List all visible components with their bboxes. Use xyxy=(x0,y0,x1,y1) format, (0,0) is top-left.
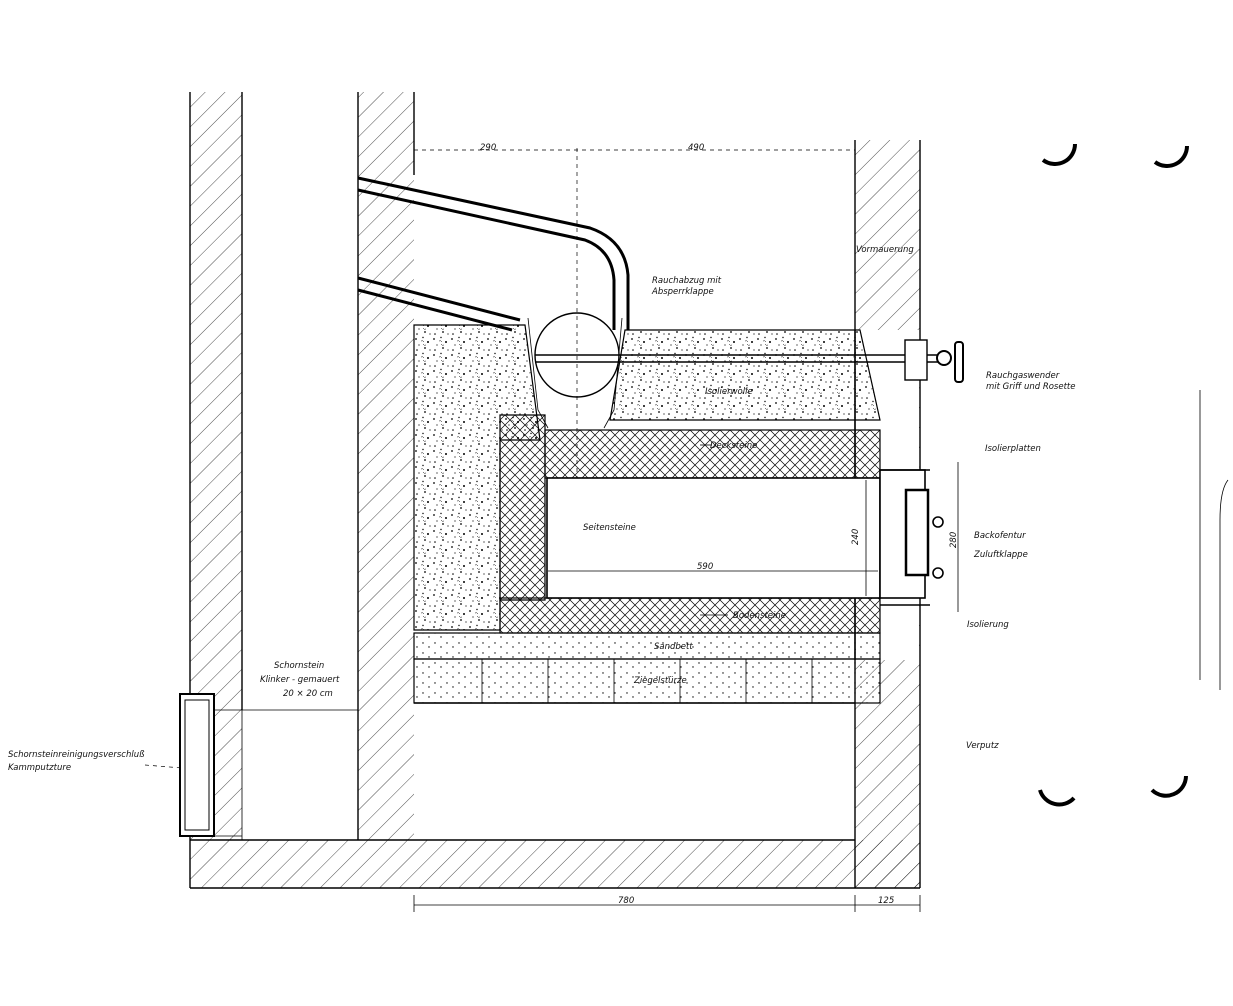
label-rauchgaswender-1: Rauchgaswender xyxy=(986,371,1060,381)
label-reinigung-1: Schornsteinreinigungsverschluß xyxy=(8,750,145,760)
dim-125: 125 xyxy=(878,896,894,906)
label-verputz: Verputz xyxy=(966,741,999,751)
label-rauchgaswender-2: mit Griff und Rosette xyxy=(986,382,1076,392)
brick-lintels xyxy=(413,658,881,704)
label-ziegelsturze: Ziegelstürze xyxy=(633,676,687,686)
dim-290: 290 xyxy=(480,143,496,153)
smoke-gas-turner-handle xyxy=(904,339,964,383)
label-vormauerung: Vormauerung xyxy=(856,245,914,255)
label-zuluftklappe: Zuluftklappe xyxy=(973,550,1028,560)
chimney-cleanout-door xyxy=(179,693,242,837)
label-bodensteine: Bodensteine xyxy=(733,611,786,621)
label-rauchabzug-1: Rauchabzug mit xyxy=(652,276,722,286)
sand-bed xyxy=(413,632,881,660)
oven-chamber xyxy=(546,477,881,599)
dim-240: 240 xyxy=(851,529,861,545)
oven-door xyxy=(879,469,944,606)
label-isolierwolle: Isolierwolle xyxy=(705,387,753,397)
insulation-wool-top xyxy=(609,329,881,421)
label-schornstein-2: Klinker - gemauert xyxy=(260,675,340,685)
dim-780: 780 xyxy=(618,896,634,906)
label-isolierung: Isolierung xyxy=(967,620,1009,630)
label-decksteine: Decksteine xyxy=(710,441,757,451)
label-sandbett: Sandbett xyxy=(654,642,693,652)
cover-stones xyxy=(544,429,881,479)
chimney xyxy=(189,92,415,888)
smoke-flue xyxy=(357,148,940,478)
bottom-stones xyxy=(499,597,881,634)
binder-mark xyxy=(1038,789,1076,807)
label-schornstein-3: 20 × 20 cm xyxy=(283,689,333,699)
chimney-inner-wall xyxy=(358,92,414,840)
label-reinigung-2: Kammputzture xyxy=(8,763,71,773)
floor-slab xyxy=(190,840,920,888)
dim-590: 590 xyxy=(697,562,713,572)
label-isolierplatten: Isolierplatten xyxy=(985,444,1041,454)
label-seitensteine: Seitensteine xyxy=(583,523,636,533)
binder-mark xyxy=(1153,145,1189,168)
dim-280: 280 xyxy=(949,532,959,548)
label-backofentur: Backofentur xyxy=(974,531,1026,541)
side-stones xyxy=(499,414,546,601)
dim-490: 490 xyxy=(688,143,704,153)
label-schornstein-1: Schornstein xyxy=(274,661,324,671)
binder-mark xyxy=(1150,775,1188,798)
binder-mark xyxy=(1041,143,1077,166)
label-rauchabzug-2: Absperrklappe xyxy=(651,287,714,297)
